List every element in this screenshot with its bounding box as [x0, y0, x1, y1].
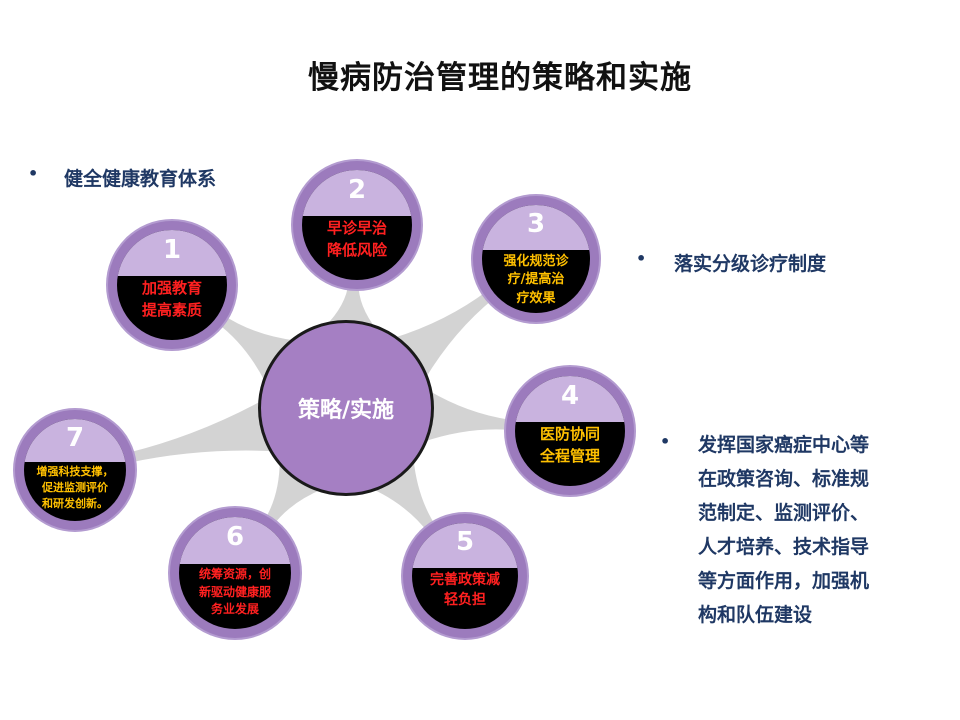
center-hub: 策略/实施: [258, 320, 434, 496]
node-number-band: [412, 523, 518, 568]
strategy-node-2: 2 早诊早治降低风险: [293, 161, 421, 289]
bullet-text-line: 构和队伍建设: [698, 604, 813, 626]
node-number-band: [482, 205, 590, 251]
connector-7: [126, 400, 274, 463]
bullet-cancer-center: • 发挥国家癌症中心等 在政策咨询、标准规 范制定、监测评价、 人才培养、技术指…: [660, 428, 930, 632]
bullet-text-line: 人才培养、技术指导: [698, 536, 870, 558]
bullet-text-line: 等方面作用，加强机: [698, 570, 870, 592]
node-label-line: 统筹资源，创: [198, 567, 271, 582]
node-label-line: 增强科技支撑，: [36, 464, 114, 478]
node-number: 7: [65, 423, 85, 454]
node-inner: 6 统筹资源，创新驱动健康服务业发展: [179, 517, 291, 629]
node-label-line: 疗效果: [516, 291, 556, 307]
node-label-line: 促进监测评价: [42, 480, 108, 494]
node-inner: 3 强化规范诊疗/提高治疗效果: [482, 205, 590, 313]
bullet-dot: •: [660, 432, 671, 451]
node-label: 医防协同全程管理: [524, 424, 616, 468]
node-label-line: 医防协同: [539, 425, 600, 444]
node-label-line: 务业发展: [210, 602, 259, 617]
bullet-tiered-care: • 落实分级诊疗制度: [636, 249, 826, 276]
node-number: 5: [455, 527, 475, 558]
bullet-text: 健全健康教育体系: [64, 168, 217, 190]
node-label: 加强教育提高素质: [126, 278, 218, 322]
strategy-node-5: 5 完善政策减轻负担: [403, 514, 527, 638]
strategy-node-1: 1 加强教育提高素质: [108, 221, 236, 349]
bullet-text-line: 发挥国家癌症中心等: [698, 434, 870, 456]
node-inner: 5 完善政策减轻负担: [412, 523, 518, 629]
node-number-band: [117, 230, 227, 277]
node-number: 2: [347, 174, 367, 205]
node-label-line: 新驱动健康服: [198, 584, 271, 599]
bullet-text: 落实分级诊疗制度: [674, 253, 827, 275]
node-inner: 1 加强教育提高素质: [117, 230, 227, 340]
node-number: 4: [560, 380, 580, 411]
node-label-line: 疗/提高治: [507, 272, 565, 288]
node-number: 6: [225, 521, 245, 552]
strategy-node-7: 7 增强科技支撑， 促进监测评价和研发创新。: [15, 410, 135, 530]
node-number-band: [515, 376, 625, 423]
node-label-line: 提高素质: [141, 301, 202, 320]
node-number-band: [179, 517, 291, 565]
node-label-line: 轻负担: [444, 591, 486, 608]
node-label-line: 早诊早治: [326, 219, 387, 238]
node-inner: 4 医防协同全程管理: [515, 376, 625, 486]
center-label: 策略/实施: [297, 398, 395, 423]
node-label-line: 全程管理: [539, 447, 600, 466]
connector-4: [422, 390, 513, 443]
node-label-line: 完善政策减: [430, 571, 500, 588]
node-number: 3: [526, 209, 546, 240]
bullet-text-line: 在政策咨询、标准规: [698, 468, 870, 490]
node-number: 1: [162, 234, 182, 265]
connector-2: [324, 282, 377, 330]
node-number-band: [24, 419, 126, 462]
connector-6: [263, 459, 323, 527]
node-label: 早诊早治降低风险: [311, 218, 403, 262]
node-label: 强化规范诊疗/提高治疗效果: [491, 253, 582, 310]
node-label-line: 强化规范诊: [503, 253, 569, 269]
node-number-band: [302, 170, 412, 217]
strategy-node-6: 6 统筹资源，创新驱动健康服务业发展: [170, 508, 300, 638]
node-label: 统筹资源，创新驱动健康服务业发展: [188, 566, 282, 618]
bullet-dot: •: [636, 249, 647, 268]
bullet-text-line: 范制定、监测评价、: [698, 502, 870, 524]
node-label-line: 和研发创新。: [42, 496, 108, 510]
node-label-line: 加强教育: [141, 279, 202, 298]
node-inner: 7 增强科技支撑， 促进监测评价和研发创新。: [24, 419, 126, 521]
strategy-node-3: 3 强化规范诊疗/提高治疗效果: [473, 196, 599, 322]
strategy-node-4: 4 医防协同全程管理: [506, 367, 634, 495]
node-inner: 2 早诊早治降低风险: [302, 170, 412, 280]
node-label-line: 降低风险: [326, 241, 387, 260]
bullet-health-education: • 健全健康教育体系: [28, 164, 216, 191]
node-label: 完善政策减轻负担: [420, 570, 509, 611]
bullet-dot: •: [28, 164, 39, 183]
page-title: 慢病防治管理的策略和实施: [308, 60, 692, 96]
node-label: 增强科技支撑， 促进监测评价和研发创新。: [32, 464, 118, 512]
